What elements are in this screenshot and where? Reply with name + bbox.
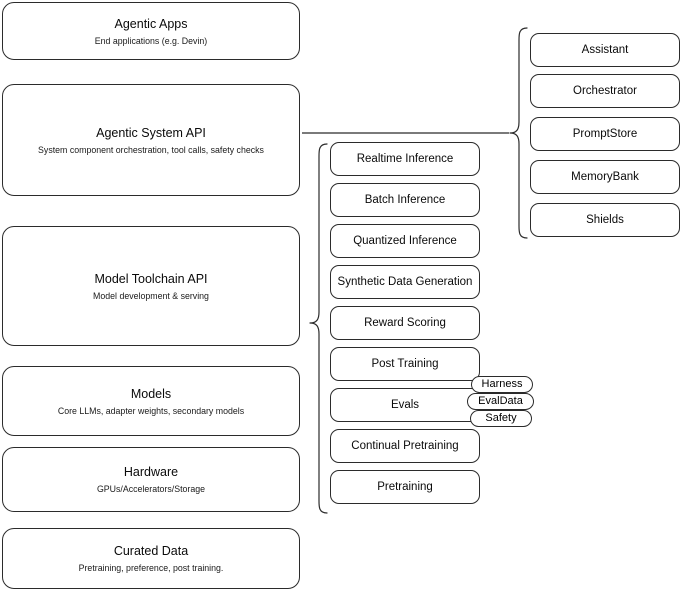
pill-label: Safety (485, 412, 517, 424)
system-item-promptstore[interactable]: PromptStore (530, 117, 680, 151)
item-label: PromptStore (572, 128, 638, 140)
toolchain-item-reward-scoring[interactable]: Reward Scoring (330, 306, 480, 340)
item-label: Quantized Inference (353, 235, 457, 247)
layer-title: Models (130, 386, 172, 401)
layer-subtitle: GPUs/Accelerators/Storage (96, 484, 206, 494)
toolchain-item-realtime-inference[interactable]: Realtime Inference (330, 142, 480, 176)
layer-title: Model Toolchain API (94, 271, 208, 286)
item-label: Reward Scoring (364, 317, 446, 329)
toolchain-item-post-training[interactable]: Post Training (330, 347, 480, 381)
toolchain-item-pretraining[interactable]: Pretraining (330, 470, 480, 504)
toolchain-item-quantized-inference[interactable]: Quantized Inference (330, 224, 480, 258)
evals-pill-evaldata[interactable]: EvalData (467, 393, 534, 410)
item-label: Assistant (581, 44, 629, 56)
item-label: Batch Inference (364, 194, 446, 206)
item-label: MemoryBank (571, 171, 639, 183)
toolchain-item-batch-inference[interactable]: Batch Inference (330, 183, 480, 217)
pill-label: EvalData (478, 395, 523, 407)
system-item-memorybank[interactable]: MemoryBank (530, 160, 680, 194)
pill-label: Harness (481, 378, 523, 390)
layer-title: Agentic Apps (114, 16, 188, 31)
system-item-shields[interactable]: Shields (530, 203, 680, 237)
item-label: Pretraining (377, 481, 433, 493)
layer-subtitle: Core LLMs, adapter weights, secondary mo… (57, 405, 245, 416)
layer-box-hardware[interactable]: Hardware GPUs/Accelerators/Storage (2, 447, 300, 512)
toolchain-item-synthetic-data-generation[interactable]: Synthetic Data Generation (330, 265, 480, 299)
layer-title: Hardware (123, 465, 179, 479)
toolchain-item-continual-pretraining[interactable]: Continual Pretraining (330, 429, 480, 463)
layer-box-model-toolchain-api[interactable]: Model Toolchain API Model development & … (2, 226, 300, 346)
system-item-assistant[interactable]: Assistant (530, 33, 680, 67)
toolchain-item-evals[interactable]: Evals (330, 388, 480, 422)
layer-title: Agentic System API (96, 125, 206, 140)
item-label: Evals (390, 399, 420, 411)
item-label: Orchestrator (573, 85, 637, 97)
item-label: Shields (586, 214, 624, 226)
layer-box-models[interactable]: Models Core LLMs, adapter weights, secon… (2, 366, 300, 436)
layer-subtitle: End applications (e.g. Devin) (94, 35, 208, 46)
item-label: Realtime Inference (356, 153, 454, 165)
layer-box-agentic-system-api[interactable]: Agentic System API System component orch… (2, 84, 300, 196)
layer-title: Curated Data (113, 544, 189, 558)
evals-pill-harness[interactable]: Harness (471, 376, 533, 393)
layer-box-agentic-apps[interactable]: Agentic Apps End applications (e.g. Devi… (2, 2, 300, 60)
item-label: Post Training (371, 358, 439, 370)
layer-subtitle: Pretraining, preference, post training. (78, 563, 224, 573)
item-label: Continual Pretraining (351, 440, 459, 452)
layer-subtitle: Model development & serving (93, 290, 209, 301)
evals-pill-safety[interactable]: Safety (470, 410, 532, 427)
layer-subtitle: System component orchestration, tool cal… (38, 144, 264, 155)
item-label: Synthetic Data Generation (337, 276, 473, 288)
layer-box-curated-data[interactable]: Curated Data Pretraining, preference, po… (2, 528, 300, 589)
system-item-orchestrator[interactable]: Orchestrator (530, 74, 680, 108)
